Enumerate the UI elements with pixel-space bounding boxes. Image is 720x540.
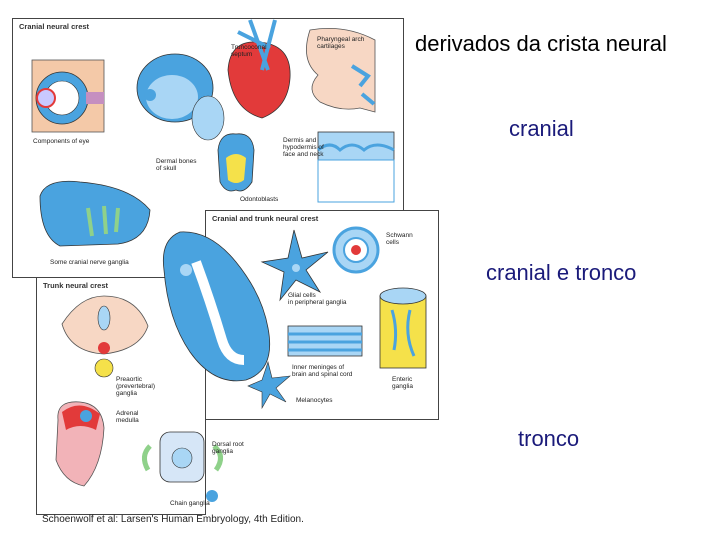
caption-schwann: Schwann cells [386,232,413,247]
enteric-ganglia-illustration [379,287,427,369]
caption-melanocytes: Melanocytes [296,397,333,404]
caption-pharyngeal: Pharyngeal arch cartilages [317,36,365,51]
label-cranial-trunk: cranial e tronco [486,260,637,285]
figure-citation: Schoenwolf et al: Larsen's Human Embryol… [42,514,304,525]
cranial-ganglia-illustration [39,180,151,247]
label-cranial: cranial [509,116,574,141]
caption-meninges: Inner meninges of brain and spinal cord [292,364,353,379]
dorsal-root-illustration [142,431,223,502]
glial-cell-illustration [260,229,329,302]
caption-truncoconal: Truncoconal septum [231,44,267,59]
caption-glial: Glial cells in peripheral ganglia [288,292,347,307]
preaortic-illustration [61,295,149,378]
face-illustration [306,28,376,113]
caption-eye: Components of eye [33,138,90,145]
meninges-illustration [287,325,363,357]
caption-adrenal: Adrenal medulla [116,410,139,425]
slide-title: derivados da crista neural [415,31,667,56]
label-trunk: tronco [518,426,580,451]
tooth-illustration [217,133,255,192]
caption-odontoblasts: Odontoblasts [240,196,279,203]
cranial-trunk-panel-title: Cranial and trunk neural crest [212,214,319,223]
dermis-illustration [317,131,395,203]
trunk-panel-title: Trunk neural crest [43,281,109,290]
caption-chain-ganglia: Chain ganglia [170,500,210,507]
caption-dermis: Dermis and hypodermis of face and neck [283,137,324,159]
cranial-panel-title: Cranial neural crest [19,22,90,31]
schwann-cell-illustration [332,226,380,274]
caption-cranial-nerve-ganglia: Some cranial nerve ganglia [50,259,129,266]
caption-preaortic: Preaortic (prevertebral) ganglia [116,376,156,398]
melanocyte-illustration [247,360,291,410]
eye-illustration [31,59,105,133]
adrenal-illustration [55,401,105,487]
embryo-illustration [162,231,271,382]
brain-illustration [136,53,225,141]
caption-dermal-bones: Dermal bones of skull [156,158,197,173]
caption-enteric: Enteric ganglia [392,376,413,391]
caption-dorsal-root: Dorsal root ganglia [212,441,244,456]
heart-illustration [227,19,291,119]
